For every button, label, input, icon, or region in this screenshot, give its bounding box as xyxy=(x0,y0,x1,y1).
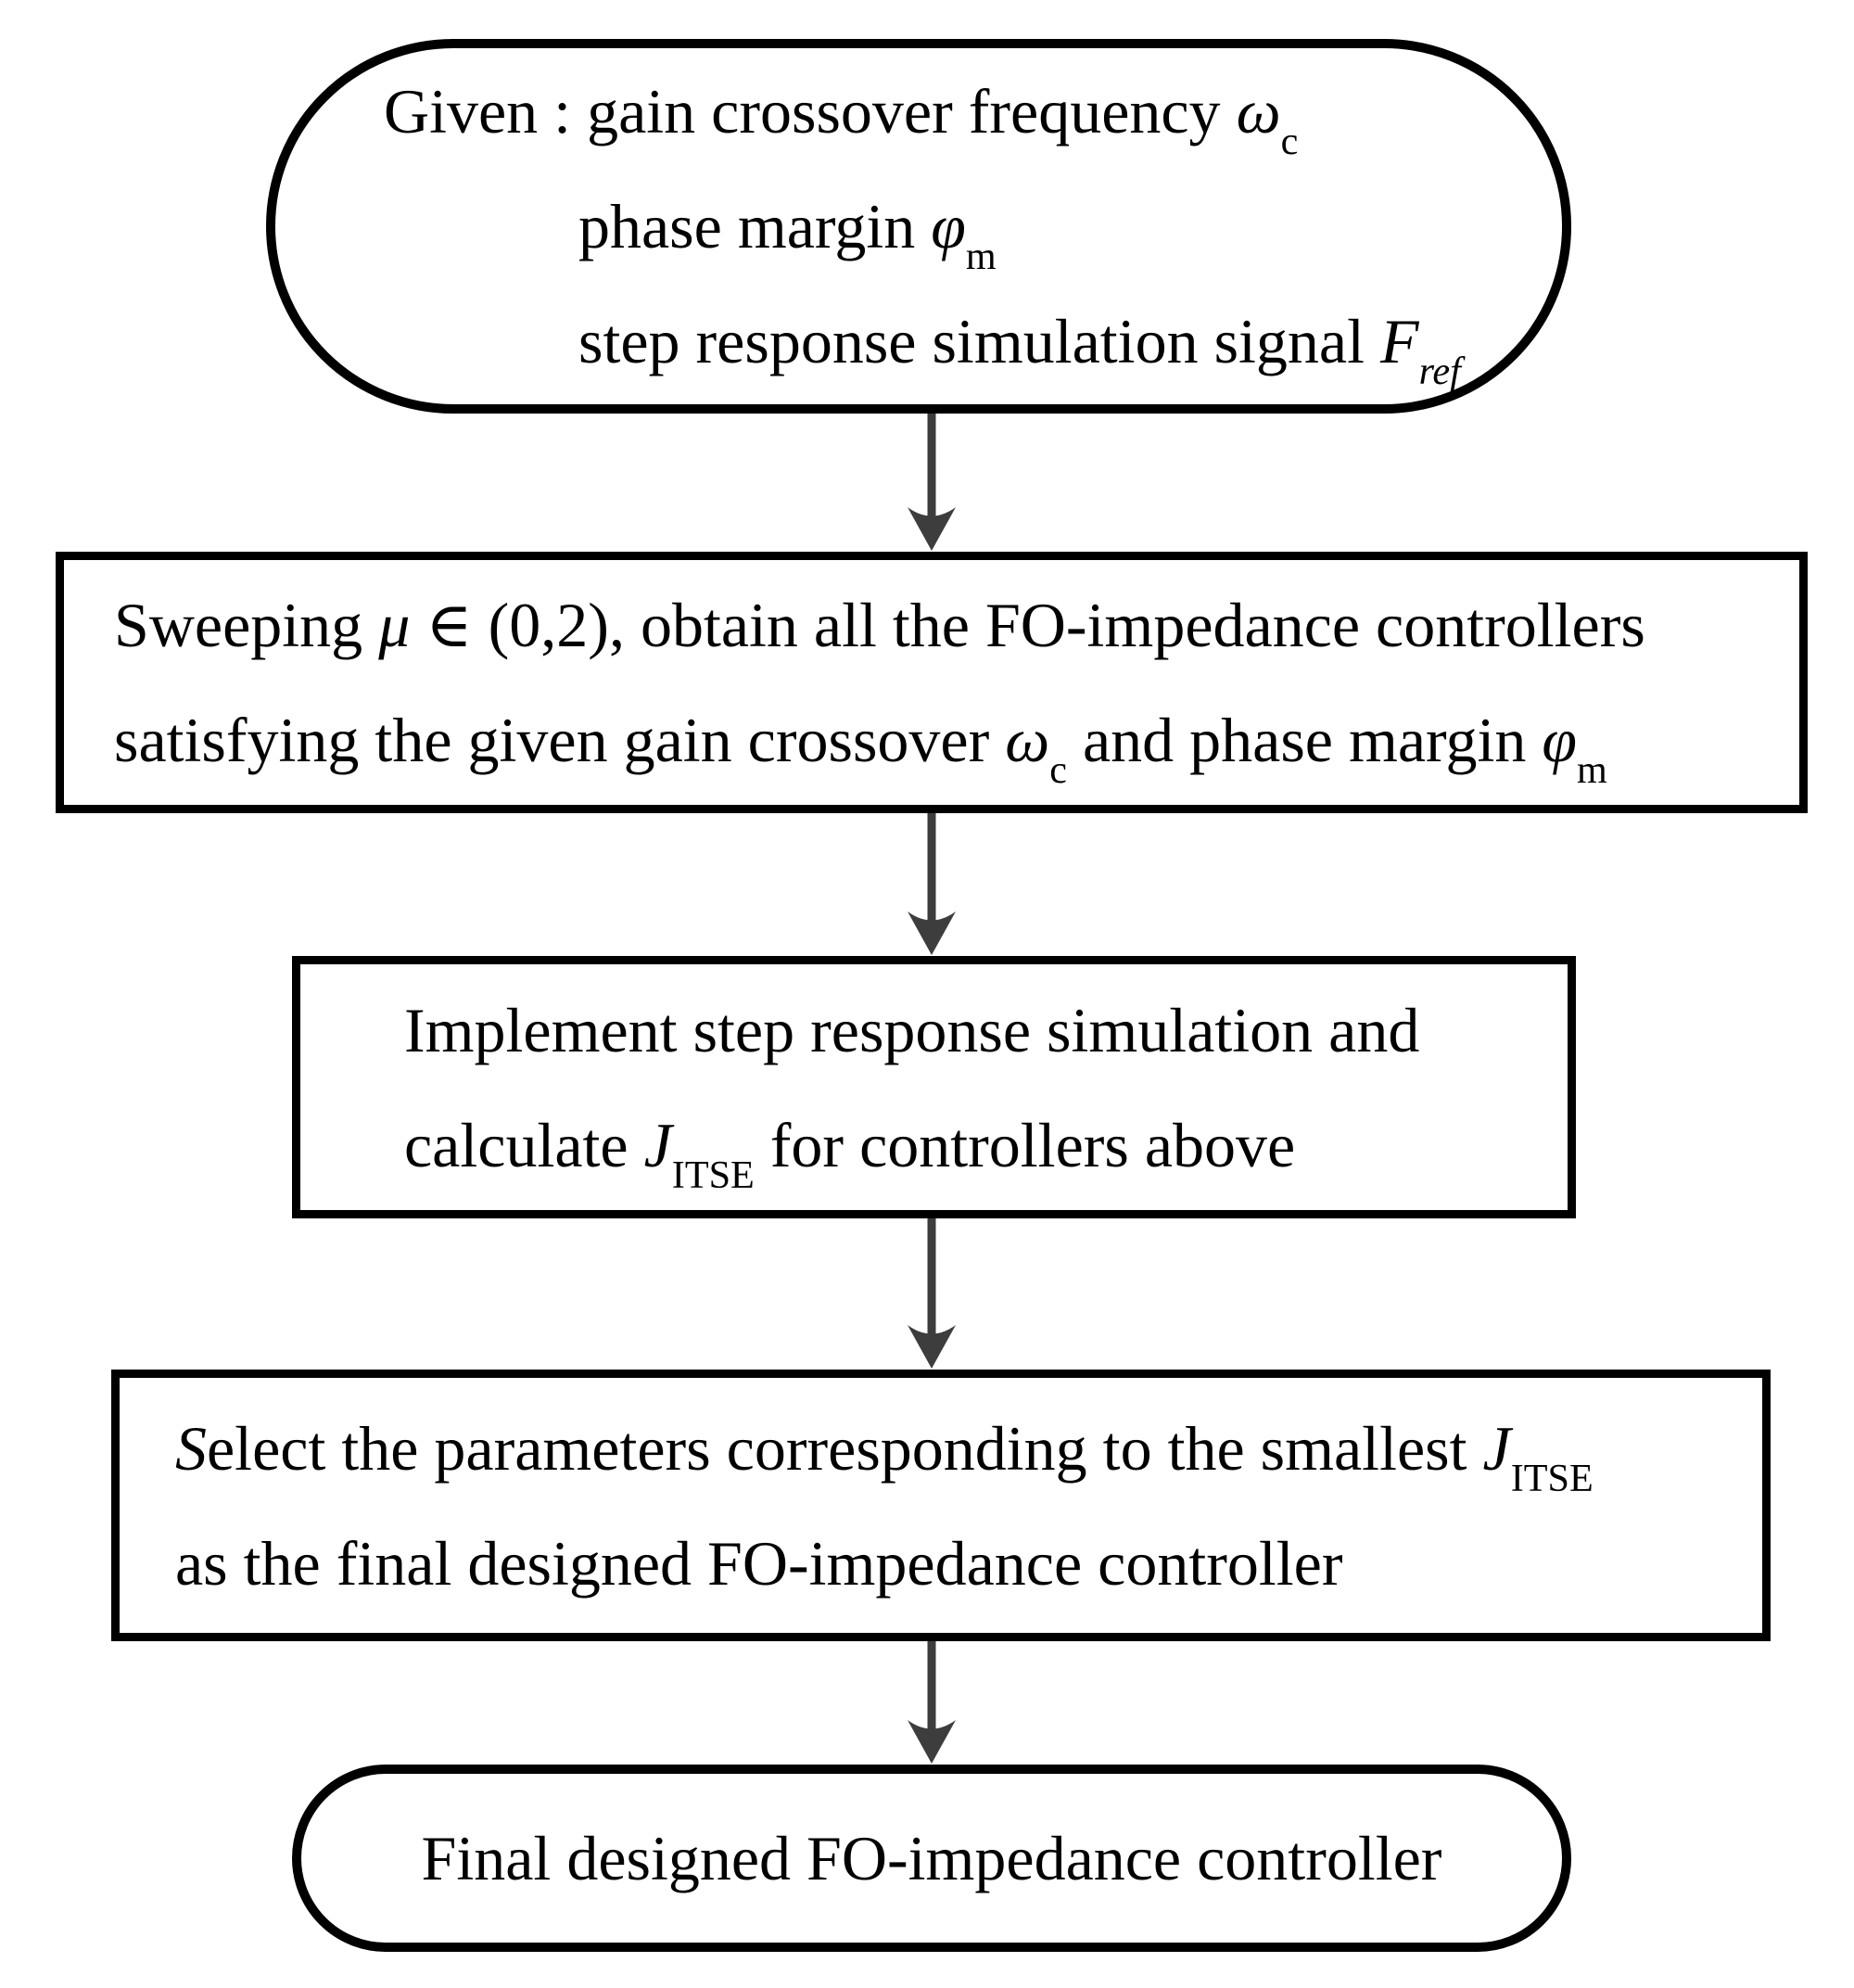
text-run: Sweeping xyxy=(114,590,379,660)
text-run: phase margin xyxy=(578,191,932,261)
flow-arrow-1 xyxy=(908,409,956,551)
process-sweep-mu-obtain-controllers: Sweeping μ ∈ (0,2), obtain all the FO-im… xyxy=(56,552,1808,813)
text-line: Given : gain crossover frequency ωc xyxy=(384,54,1562,169)
text-run: ITSE xyxy=(1510,1456,1594,1500)
text-run: and phase margin xyxy=(1066,705,1543,775)
text-line: Sweeping μ ∈ (0,2), obtain all the FO-im… xyxy=(114,567,1799,682)
text-run: elect the parameters corresponding to th… xyxy=(207,1412,1483,1484)
text-run: ITSE xyxy=(671,1153,755,1197)
text-run: φ xyxy=(1542,705,1577,775)
text-run: ref xyxy=(1418,350,1461,394)
arrow-head-icon xyxy=(908,911,956,955)
text-run: J xyxy=(643,1109,672,1180)
text-run: ω xyxy=(1236,76,1281,147)
text-run: for controllers above xyxy=(754,1109,1296,1180)
process-step-response-simulation: Implement step response simulation and ca… xyxy=(292,956,1576,1218)
text-run: μ xyxy=(378,590,411,660)
text-line: Implement step response simulation and xyxy=(404,973,1568,1088)
text-run: J xyxy=(1482,1412,1511,1484)
text-run: m xyxy=(1576,748,1607,793)
text-run: step response simulation signal xyxy=(578,306,1381,376)
arrow-head-icon xyxy=(908,507,956,551)
text-run: φ xyxy=(931,191,966,261)
text-line: calculate JITSE for controllers above xyxy=(404,1088,1568,1203)
flow-arrow-3 xyxy=(908,1214,956,1369)
text-run: c xyxy=(1049,748,1067,793)
text-line: Final designed FO-impedance controller xyxy=(422,1801,1442,1916)
text-line: satisfying the given gain crossover ωc a… xyxy=(114,682,1799,797)
text-run: as the final designed FO-impedance contr… xyxy=(175,1527,1343,1599)
arrow-head-icon xyxy=(908,1325,956,1369)
text-run: F xyxy=(1380,306,1419,376)
text-line: Select the parameters corresponding to t… xyxy=(175,1391,1762,1506)
text-run: Given : gain crossover frequency xyxy=(384,76,1237,147)
text-run: c xyxy=(1280,120,1299,164)
text-run: ω xyxy=(1005,705,1050,775)
flow-arrow-4 xyxy=(908,1637,956,1764)
text-run: Implement step response simulation and xyxy=(404,994,1420,1065)
terminator-final-controller: Final designed FO-impedance controller xyxy=(292,1765,1571,1952)
text-run: satisfying the given gain crossover xyxy=(114,705,1006,775)
text-run: S xyxy=(175,1412,207,1484)
flow-arrow-2 xyxy=(908,809,956,955)
text-run: Final designed FO-impedance controller xyxy=(421,1823,1442,1893)
text-line: as the final designed FO-impedance contr… xyxy=(175,1506,1762,1621)
text-line: step response simulation signal Fref xyxy=(578,284,1562,399)
text-run: calculate xyxy=(404,1109,644,1180)
text-run: ∈ (0,2), obtain all the FO-impedance con… xyxy=(410,590,1645,660)
text-run: m xyxy=(965,235,997,279)
text-line: phase margin φm xyxy=(578,169,1562,284)
process-select-smallest-jitse: Select the parameters corresponding to t… xyxy=(111,1370,1771,1641)
arrow-head-icon xyxy=(908,1720,956,1764)
